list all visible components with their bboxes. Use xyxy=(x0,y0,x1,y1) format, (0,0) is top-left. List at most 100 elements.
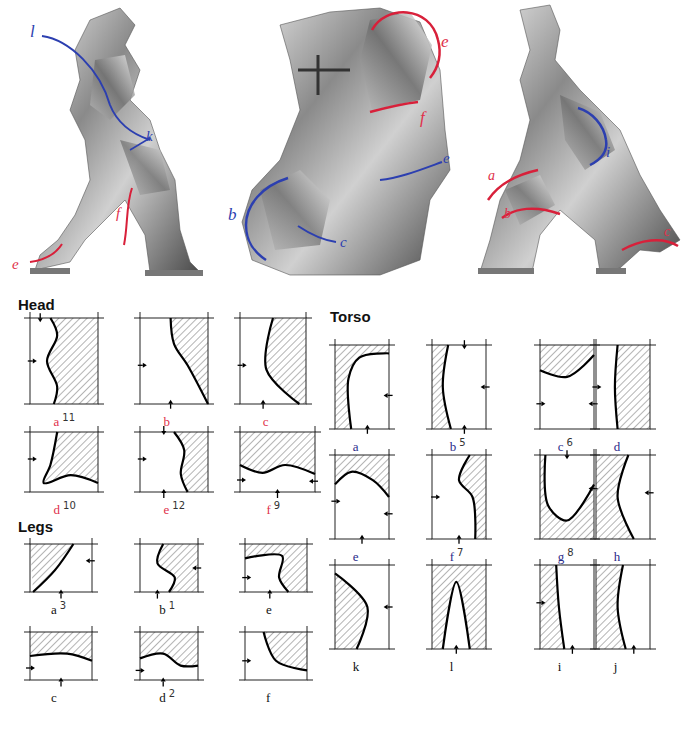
shape-diagram: c6 xyxy=(540,345,594,455)
corner-tick xyxy=(234,492,240,493)
frame xyxy=(540,345,594,429)
shape-letter: a xyxy=(54,414,60,429)
hatched-region xyxy=(596,455,634,539)
corner-tick xyxy=(389,339,390,345)
contour-line xyxy=(618,565,626,649)
caption: g8 xyxy=(558,547,574,565)
shape-diagram: d xyxy=(596,345,650,455)
corner-tick xyxy=(596,559,597,565)
caption: b xyxy=(164,412,171,430)
arrow-head xyxy=(33,457,37,462)
contour-box xyxy=(140,432,208,492)
caption: d xyxy=(614,437,621,455)
corner-tick xyxy=(134,404,140,405)
direction-arrow xyxy=(361,539,362,544)
contour-line xyxy=(545,455,594,521)
callout-number: 1 xyxy=(169,600,175,611)
shape-diagram: a3 xyxy=(30,544,92,618)
corner-tick xyxy=(98,426,99,432)
frame xyxy=(432,565,486,649)
direction-arrow xyxy=(464,429,465,434)
corner-tick xyxy=(234,404,240,405)
direction-arrow xyxy=(367,429,368,434)
contour-box xyxy=(140,318,208,404)
corner-tick xyxy=(24,592,30,593)
sculpture-left xyxy=(30,8,203,276)
frame xyxy=(245,632,307,680)
caption: e xyxy=(353,547,359,565)
hatched-region xyxy=(245,544,307,592)
corner-tick xyxy=(239,592,245,593)
contour-box xyxy=(540,565,594,649)
corner-tick xyxy=(134,318,140,319)
callout-number: 5 xyxy=(459,437,465,448)
hatched-region xyxy=(30,544,73,592)
corner-tick xyxy=(208,404,214,405)
arrow-head xyxy=(267,590,272,594)
corner-tick xyxy=(486,649,492,650)
arrow-head xyxy=(384,511,388,516)
corner-tick xyxy=(650,345,656,346)
callout-number: 3 xyxy=(60,600,66,611)
arrow-head xyxy=(360,535,365,539)
arrow-head xyxy=(457,535,462,539)
corner-tick xyxy=(198,538,199,544)
corner-tick xyxy=(590,565,596,566)
corner-tick xyxy=(307,680,313,681)
hatched-region xyxy=(540,345,594,377)
corner-tick xyxy=(329,455,335,456)
corner-tick xyxy=(540,559,541,565)
corner-tick xyxy=(486,559,487,565)
direction-arrow xyxy=(242,577,247,578)
contour-box xyxy=(335,455,389,539)
corner-tick xyxy=(92,538,93,544)
contour-box xyxy=(540,345,594,429)
arrow-head xyxy=(462,345,467,349)
corner-tick xyxy=(389,429,395,430)
shape-letter: c xyxy=(558,439,564,454)
section-heading: Torso xyxy=(330,308,371,325)
frame xyxy=(335,455,389,539)
caption: l xyxy=(450,657,454,675)
shape-diagram: i xyxy=(540,565,594,675)
caption: a11 xyxy=(54,412,76,430)
sculpture-middle xyxy=(242,8,450,275)
shape-letter: a xyxy=(51,602,57,617)
corner-tick xyxy=(426,649,432,650)
direction-arrow xyxy=(536,403,541,404)
caption: k xyxy=(353,657,360,675)
corner-tick xyxy=(98,404,104,405)
shape-diagram: g8 xyxy=(540,455,594,565)
section-heading: Legs xyxy=(18,518,53,535)
corner-tick xyxy=(134,492,140,493)
contour-box xyxy=(30,432,98,492)
section-heading: Head xyxy=(18,296,55,313)
arrow-head xyxy=(86,558,90,563)
frame xyxy=(540,565,594,649)
direction-arrow xyxy=(163,426,164,431)
direction-arrow xyxy=(90,560,95,561)
hatched-region xyxy=(43,432,98,483)
frame xyxy=(596,455,650,539)
contour-line xyxy=(443,345,451,429)
contour-line xyxy=(171,318,208,404)
corner-tick xyxy=(239,544,245,545)
contour-line xyxy=(615,345,618,429)
contour-box xyxy=(245,544,307,592)
shape-diagram: a11 xyxy=(30,318,98,430)
corner-tick xyxy=(426,429,432,430)
arrow-head xyxy=(481,385,485,390)
arrow-head xyxy=(541,600,545,605)
direction-arrow xyxy=(566,450,567,455)
shape-diagram: f7 xyxy=(432,455,486,565)
frame xyxy=(540,455,594,539)
arrow-head xyxy=(275,489,280,493)
arrow-head xyxy=(243,363,247,368)
corner-tick xyxy=(24,632,30,633)
shape-diagram: e12 xyxy=(140,432,208,518)
shape-diagram: b5 xyxy=(432,345,486,455)
arrow-head xyxy=(33,359,37,364)
direction-arrow xyxy=(157,594,158,599)
corner-tick xyxy=(245,538,246,544)
